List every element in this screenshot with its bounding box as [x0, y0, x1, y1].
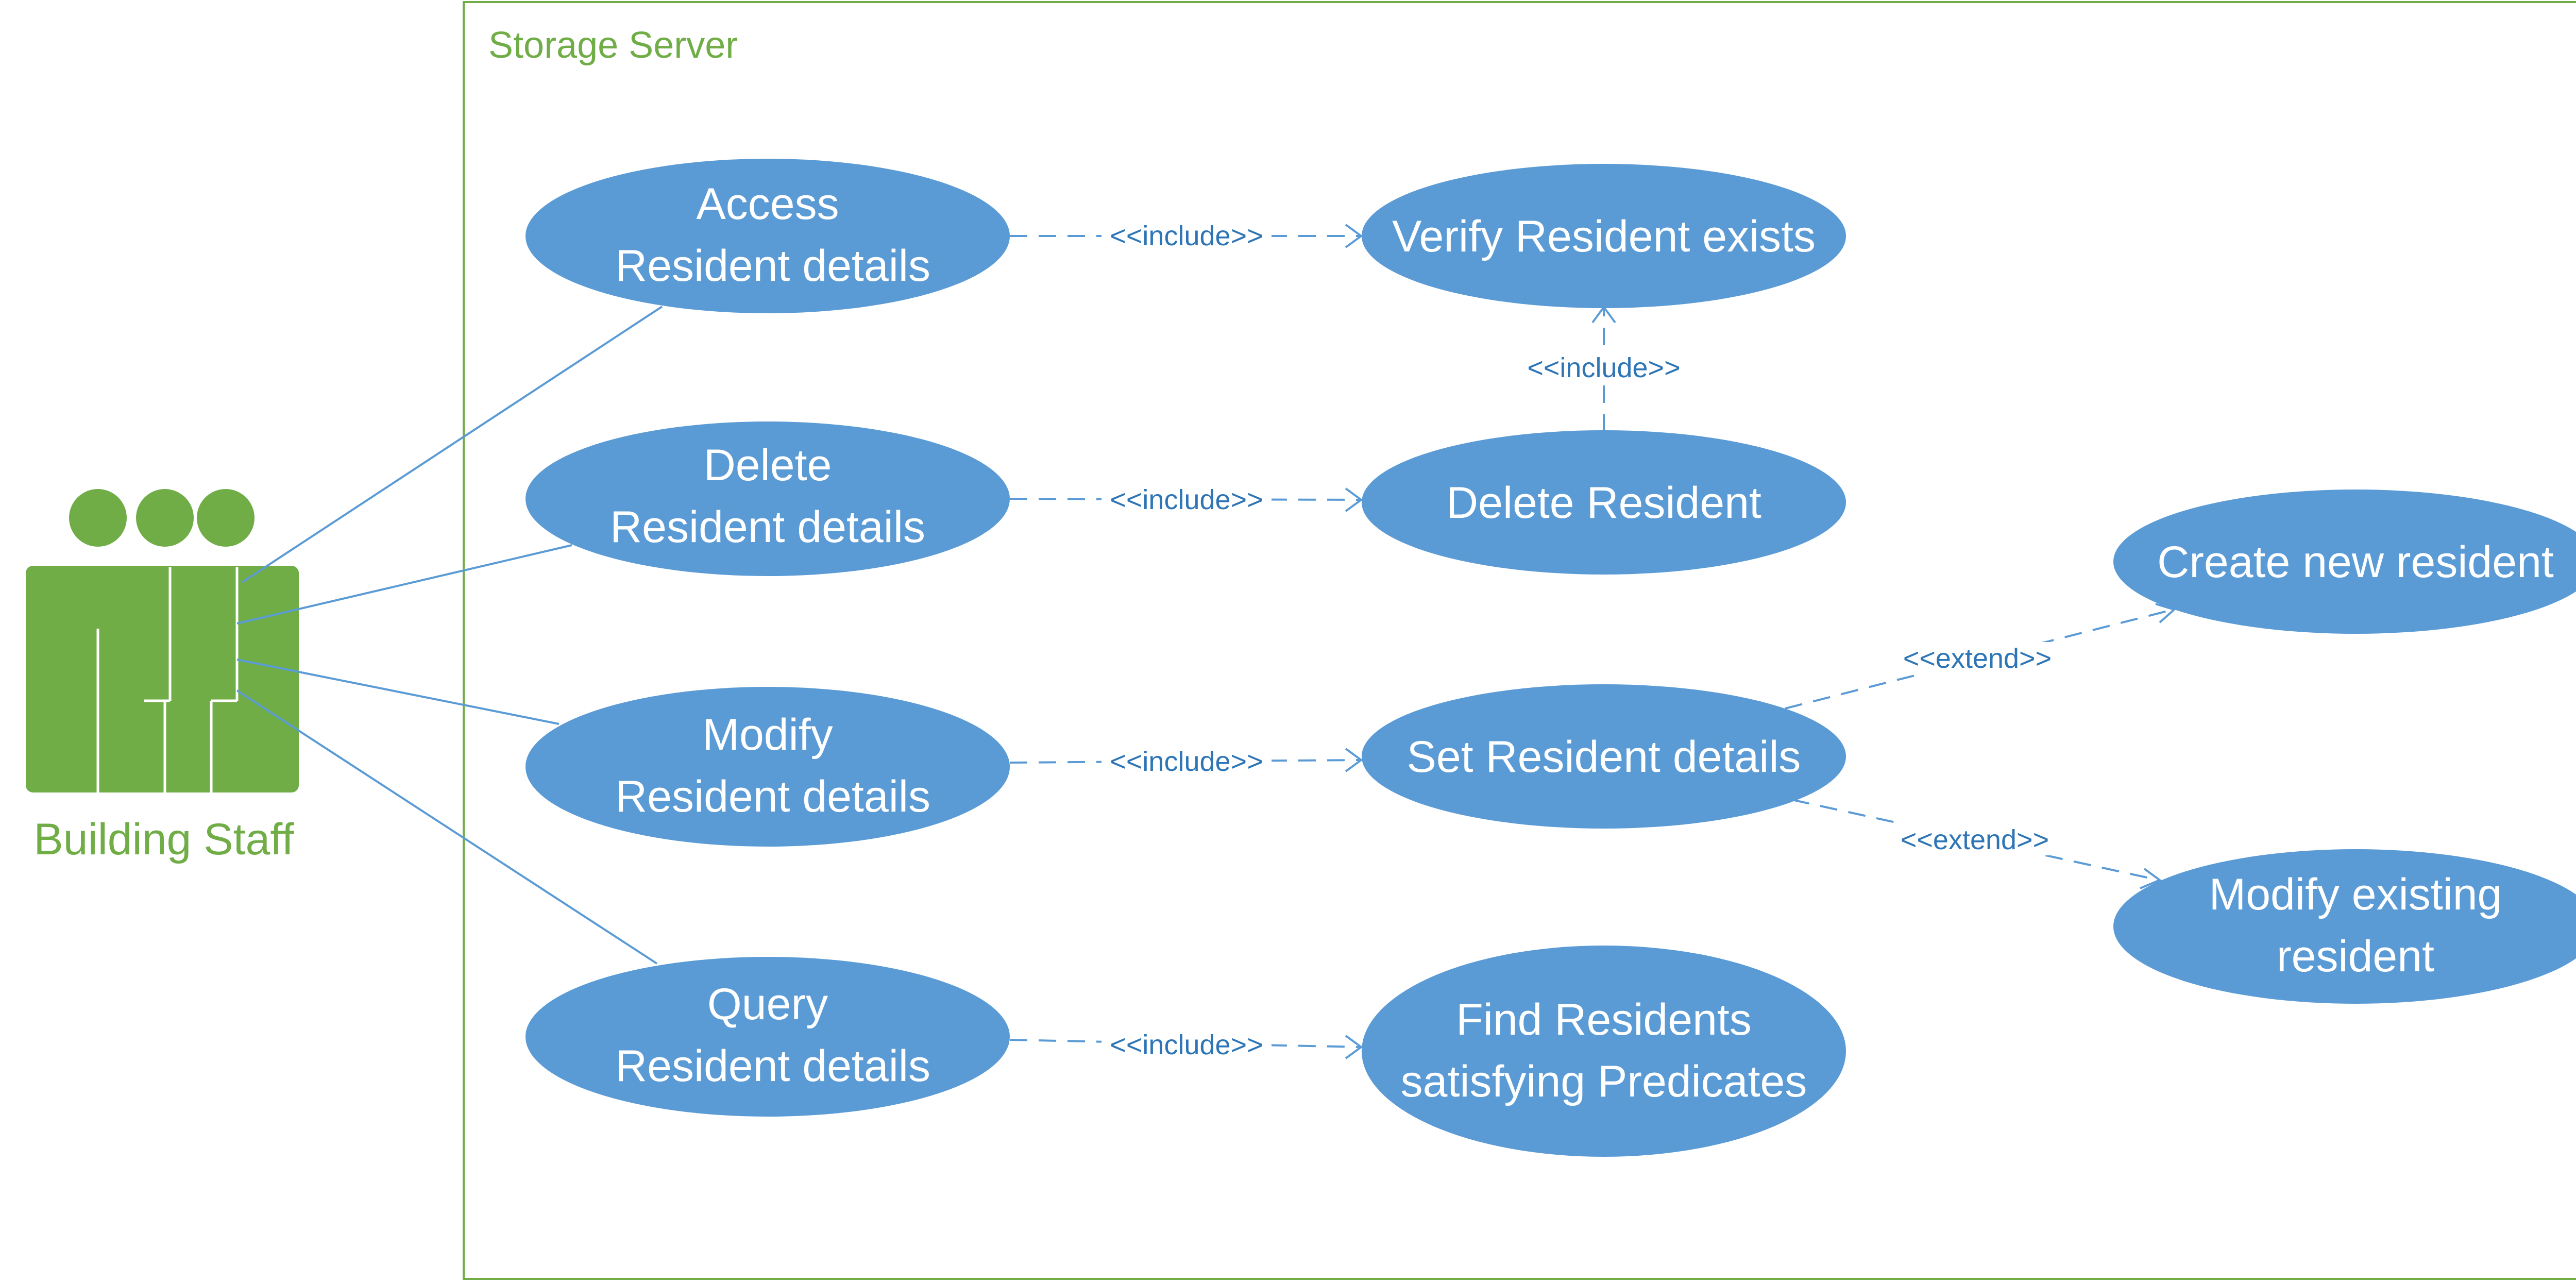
use-case-modify-existing-resident[interactable]: Modify existing resident: [2113, 849, 2576, 1004]
use-case-label: Resident details: [615, 241, 930, 291]
use-case-label: resident: [2277, 932, 2434, 981]
use-case-delete-resident-details[interactable]: Delete Resident details: [526, 421, 1010, 576]
actor-label: Building Staff: [33, 815, 294, 864]
include-delete-resident: <<include>>: [1009, 483, 1363, 515]
include-query-find: <<include>>: [1009, 1028, 1363, 1060]
use-case-create-new-resident[interactable]: Create new resident: [2113, 490, 2576, 634]
extend-create: <<extend>>: [1785, 603, 2176, 710]
include-delete-resident-label: <<include>>: [1110, 484, 1263, 515]
use-case-find-residents[interactable]: Find Residents satisfying Predicates: [1362, 946, 1846, 1157]
use-case-access-resident-details[interactable]: Access Resident details: [526, 159, 1010, 313]
include-access-verify-label: <<include>>: [1110, 221, 1263, 251]
include-access-verify: <<include>>: [1010, 220, 1363, 251]
include-modify-set: <<include>>: [1009, 745, 1363, 777]
use-case-label: Set Resident details: [1407, 732, 1801, 782]
use-case-label: Delete: [704, 441, 832, 490]
use-case-query-resident-details[interactable]: Query Resident details: [526, 957, 1010, 1117]
system-boundary: [463, 1, 2576, 1280]
system-boundary-title: Storage Server: [488, 25, 738, 66]
use-case-label: Resident details: [610, 502, 925, 552]
use-case-label: satisfying Predicates: [1401, 1057, 1807, 1106]
use-case-verify-resident-exists[interactable]: Verify Resident exists: [1362, 164, 1846, 308]
use-case-label: Resident details: [615, 772, 930, 821]
use-case-set-resident-details[interactable]: Set Resident details: [1362, 684, 1846, 829]
include-modify-set-label: <<include>>: [1110, 746, 1263, 777]
use-case-label: Modify: [702, 710, 833, 760]
use-case-label: Find Residents: [1456, 995, 1752, 1044]
use-case-label: Query: [707, 980, 828, 1029]
include-deleteres-verify: <<include>>: [1517, 305, 1690, 432]
use-case-delete-resident[interactable]: Delete Resident: [1362, 430, 1846, 575]
include-query-find-label: <<include>>: [1110, 1030, 1263, 1060]
association-access: [241, 306, 663, 583]
use-case-label: Access: [696, 179, 839, 229]
use-case-label: Verify Resident exists: [1392, 212, 1816, 261]
use-case-label: Resident details: [615, 1041, 930, 1091]
include-deleteres-verify-label: <<include>>: [1527, 352, 1680, 383]
extend-modify-existing: <<extend>>: [1791, 799, 2162, 889]
group-of-people-icon: [26, 489, 299, 792]
association-modify: [236, 659, 560, 725]
use-case-label: Delete Resident: [1446, 478, 1761, 528]
use-case-label: Modify existing: [2209, 870, 2502, 919]
extend-modify-existing-label: <<extend>>: [1901, 824, 2049, 855]
association-delete: [236, 544, 572, 625]
association-query: [236, 689, 658, 965]
use-case-label: Create new resident: [2157, 537, 2554, 587]
use-case-modify-resident-details[interactable]: Modify Resident details: [526, 687, 1010, 847]
extend-create-label: <<extend>>: [1903, 643, 2052, 674]
